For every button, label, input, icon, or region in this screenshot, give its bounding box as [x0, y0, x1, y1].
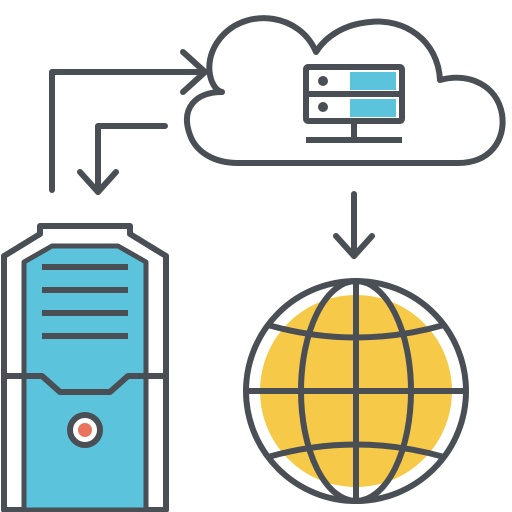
desktop-tower-icon: [1, 223, 169, 512]
globe-icon: [243, 278, 469, 504]
upload-arrow-icon: [49, 49, 208, 193]
cloud-server-icon: [303, 64, 405, 143]
cloud-to-globe-arrow-icon: [333, 191, 375, 259]
download-arrow-icon: [77, 123, 168, 195]
